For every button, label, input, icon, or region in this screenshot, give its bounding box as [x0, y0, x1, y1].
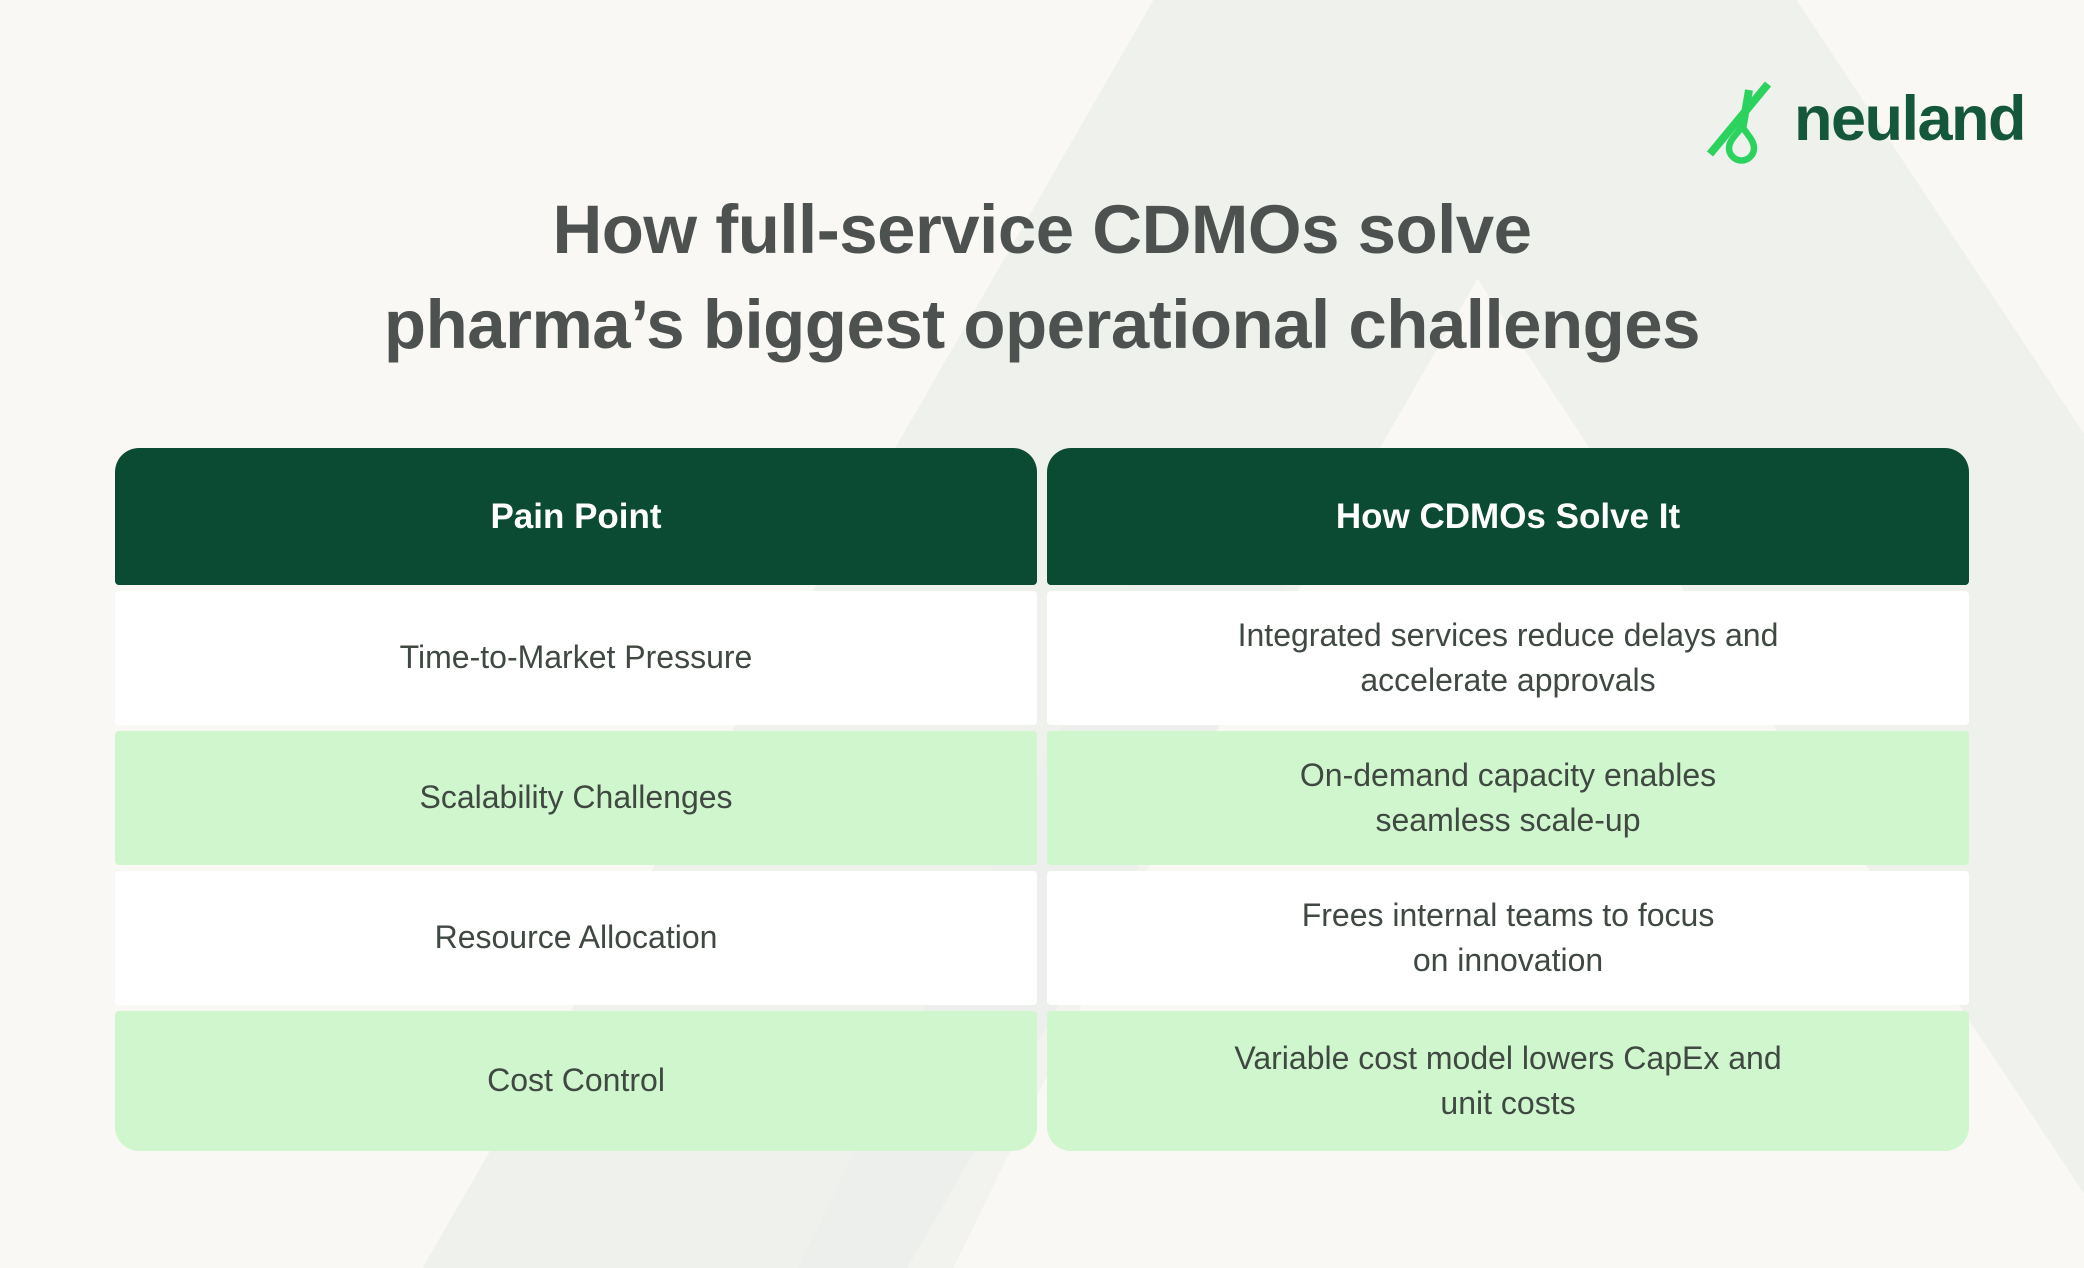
- neuland-wordmark: neuland: [1794, 83, 2027, 154]
- column-header-solution: How CDMOs Solve It: [1047, 448, 1969, 585]
- neuland-mark-icon: [1706, 81, 1772, 164]
- column-pain-point: Pain Point Time-to-Market Pressure Scala…: [115, 448, 1037, 1151]
- column-solution: How CDMOs Solve It Integrated services r…: [1047, 448, 1969, 1151]
- table-cell-pain-3: Resource Allocation: [115, 871, 1037, 1005]
- table-cell-pain-4: Cost Control: [115, 1011, 1037, 1151]
- table-cell-pain-1: Time-to-Market Pressure: [115, 591, 1037, 725]
- cell-text-line1: Frees internal teams to focus: [1301, 896, 1715, 933]
- page-title-line2: pharma’s biggest operational challenges: [383, 286, 1701, 364]
- table-cell-solution-3: Frees internal teams to focus on innovat…: [1047, 871, 1969, 1005]
- column-header-pain-point: Pain Point: [115, 448, 1037, 585]
- cell-text: Resource Allocation: [434, 919, 718, 956]
- cell-text-line2: accelerate approvals: [1360, 662, 1656, 698]
- cell-text: Scalability Challenges: [419, 779, 733, 816]
- neuland-logo: neuland: [1706, 76, 2027, 168]
- cell-text-line1: Variable cost model lowers CapEx and: [1234, 1039, 1782, 1076]
- table-cell-solution-1: Integrated services reduce delays and ac…: [1047, 591, 1969, 725]
- cell-text-line2: seamless scale-up: [1375, 802, 1641, 838]
- cell-text-line1: On-demand capacity enables: [1299, 756, 1717, 793]
- cell-text-line2: unit costs: [1440, 1085, 1576, 1121]
- page-title: How full-service CDMOs solve pharma’s bi…: [0, 182, 2084, 372]
- cell-text: Time-to-Market Pressure: [399, 639, 753, 676]
- cell-text-line2: on innovation: [1412, 942, 1604, 978]
- table-cell-solution-4: Variable cost model lowers CapEx and uni…: [1047, 1011, 1969, 1151]
- cell-text: Cost Control: [487, 1062, 665, 1099]
- comparison-table: Pain Point Time-to-Market Pressure Scala…: [115, 448, 1969, 1151]
- page-title-line1: How full-service CDMOs solve: [552, 191, 1532, 268]
- table-cell-solution-2: On-demand capacity enables seamless scal…: [1047, 731, 1969, 865]
- cell-text-line1: Integrated services reduce delays and: [1237, 616, 1779, 653]
- table-cell-pain-2: Scalability Challenges: [115, 731, 1037, 865]
